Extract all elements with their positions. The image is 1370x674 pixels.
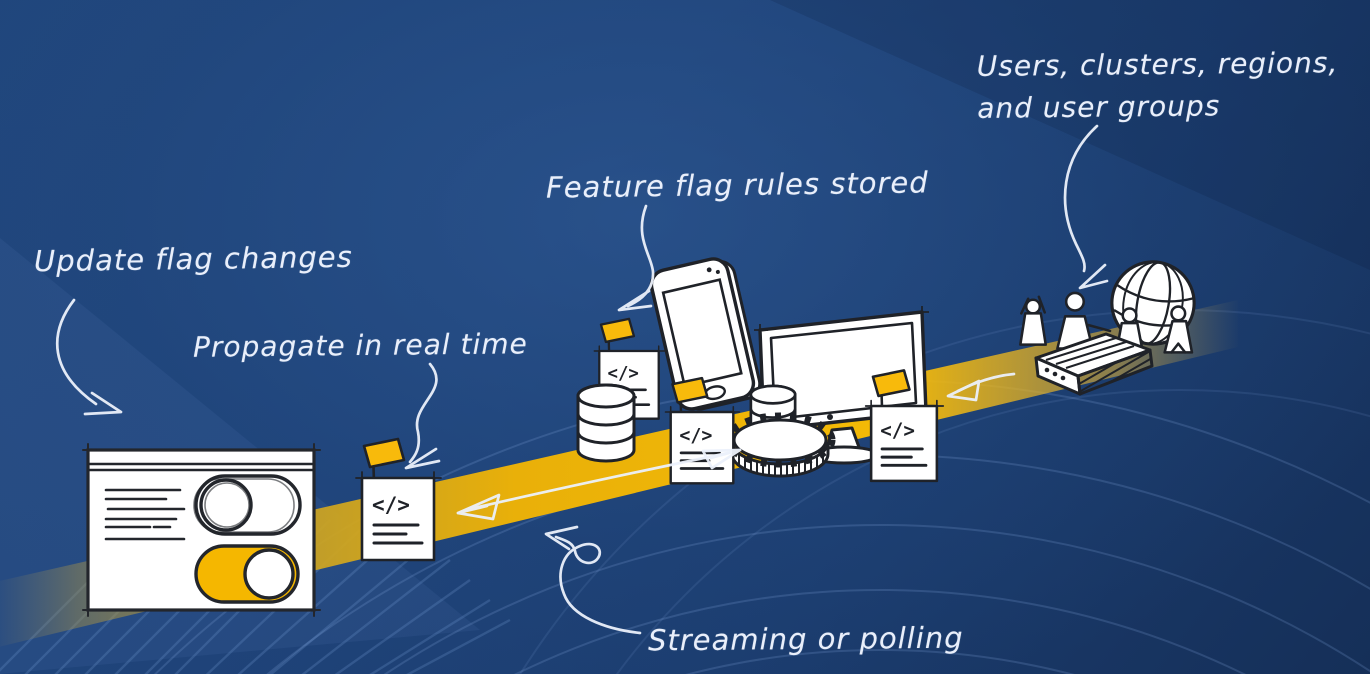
router-icon xyxy=(1034,332,1154,396)
arrow-bidirectional-streaming xyxy=(456,448,742,521)
dashboard-text-lines xyxy=(104,488,186,541)
flag-icon xyxy=(871,369,911,398)
code-icon: </> xyxy=(679,426,712,447)
arrow-streaming xyxy=(544,525,642,635)
arrow-feature-rules xyxy=(617,204,655,312)
label-users-line2: and user groups xyxy=(977,89,1221,125)
toggle-off xyxy=(193,474,302,536)
flag-icon xyxy=(599,317,636,344)
label-users-line1: Users, clusters, regions, xyxy=(976,46,1339,83)
code-icon: </> xyxy=(608,364,639,384)
label-update-changes: Update flag changes xyxy=(33,239,353,279)
arrow-propagate xyxy=(404,362,441,470)
arrow-beam-left xyxy=(946,372,1016,402)
flag-icon xyxy=(362,437,406,469)
arrow-users-groups xyxy=(1063,124,1109,290)
person-right-of-globe xyxy=(1163,305,1194,354)
smartphone xyxy=(649,257,762,411)
sdk-document-3: </> xyxy=(664,376,741,485)
monitor-power-dot xyxy=(827,414,833,420)
flag-dashboard-window xyxy=(82,443,321,617)
sdk-document-4: </> xyxy=(864,369,945,483)
sdk-document-1: </> xyxy=(355,437,442,562)
label-streaming: Streaming or polling xyxy=(647,620,964,658)
gear-icon xyxy=(724,412,836,478)
toggle-on xyxy=(194,544,300,604)
flag-icon xyxy=(671,376,709,404)
database-stack-1 xyxy=(576,383,636,463)
label-feature-rules: Feature flag rules stored xyxy=(545,165,929,205)
arrow-update-flag xyxy=(55,298,123,416)
label-users-groups: Users, clusters, regions, and user group… xyxy=(977,42,1339,130)
code-icon: </> xyxy=(372,493,410,517)
label-propagate: Propagate in real time xyxy=(192,327,528,364)
person-arms-up xyxy=(1019,295,1047,346)
code-icon: </> xyxy=(880,419,915,442)
